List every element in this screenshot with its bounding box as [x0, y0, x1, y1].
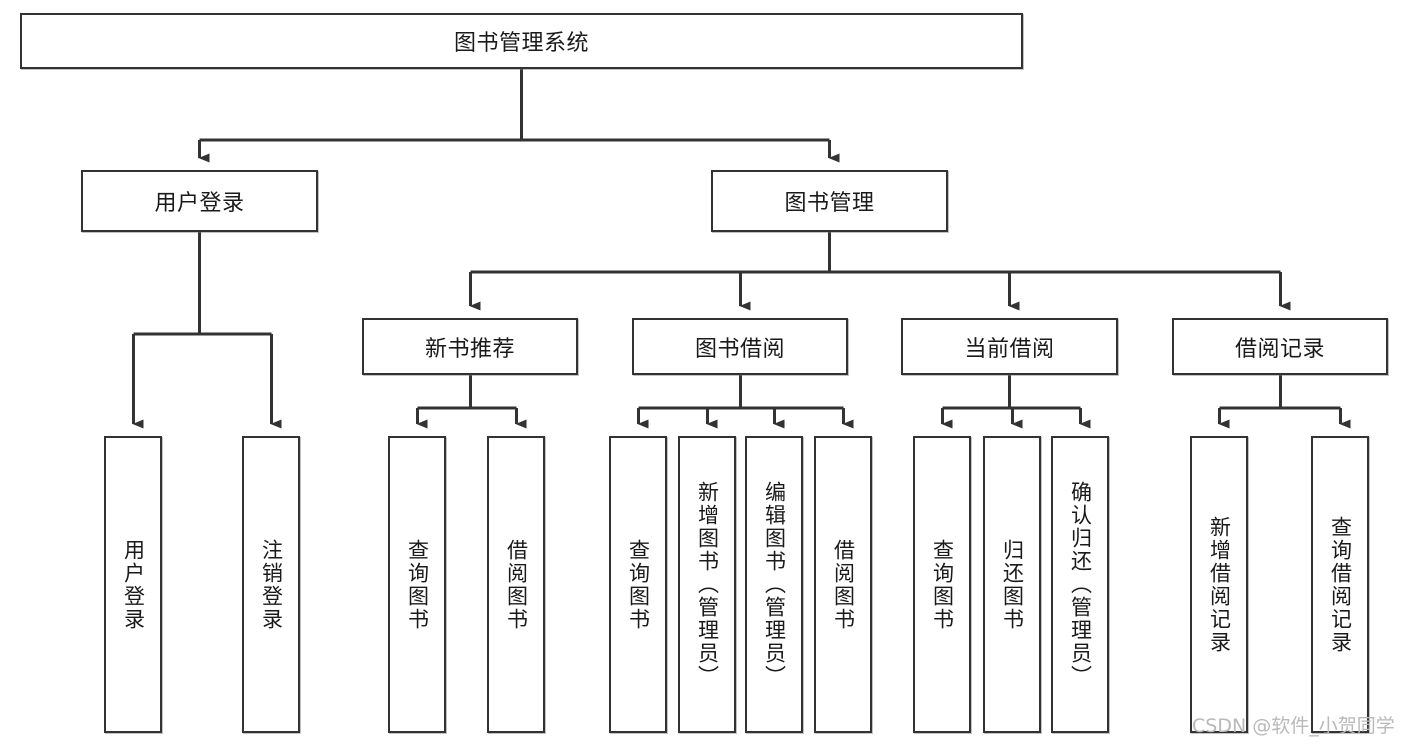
node-leaf-user-logout[interactable]: 注销登录 — [242, 436, 300, 733]
node-leaf-query-book-2[interactable]: 查询图书 — [609, 436, 667, 733]
node-leaf-user-logout-label: 注销登录 — [259, 538, 284, 631]
node-leaf-add-book-label: 新增图书（管理员） — [695, 481, 720, 688]
node-user-login[interactable]: 用户登录 — [81, 170, 318, 232]
node-leaf-add-book[interactable]: 新增图书（管理员） — [678, 436, 736, 733]
node-borrow-record-label: 借阅记录 — [1234, 336, 1325, 362]
node-leaf-add-record[interactable]: 新增借阅记录 — [1190, 436, 1248, 733]
node-leaf-query-book-2-label: 查询图书 — [626, 538, 651, 631]
node-leaf-return-book[interactable]: 归还图书 — [983, 436, 1041, 733]
watermark-text: CSDN @软件_小贺同学 — [1192, 715, 1395, 737]
node-root[interactable]: 图书管理系统 — [20, 13, 1023, 69]
node-leaf-confirm-return-label: 确认归还（管理员） — [1068, 481, 1093, 688]
node-book-borrow[interactable]: 图书借阅 — [632, 318, 848, 375]
node-leaf-query-book-1[interactable]: 查询图书 — [388, 436, 446, 733]
node-leaf-add-record-label: 新增借阅记录 — [1207, 515, 1232, 654]
node-current-borrow[interactable]: 当前借阅 — [901, 318, 1118, 375]
node-leaf-query-record-label: 查询借阅记录 — [1328, 515, 1353, 654]
node-leaf-borrow-book-2-label: 借阅图书 — [831, 538, 856, 631]
node-current-borrow-label: 当前借阅 — [964, 336, 1055, 362]
node-root-label: 图书管理系统 — [453, 31, 589, 56]
node-leaf-query-book-1-label: 查询图书 — [405, 538, 430, 631]
node-leaf-confirm-return[interactable]: 确认归还（管理员） — [1051, 436, 1109, 733]
node-book-manage-label: 图书管理 — [784, 191, 875, 216]
node-leaf-query-record[interactable]: 查询借阅记录 — [1311, 436, 1369, 733]
node-leaf-edit-book[interactable]: 编辑图书（管理员） — [745, 436, 803, 733]
node-leaf-user-login-label: 用户登录 — [121, 538, 146, 631]
node-book-manage[interactable]: 图书管理 — [711, 170, 948, 232]
node-leaf-borrow-book-1[interactable]: 借阅图书 — [487, 436, 545, 733]
node-borrow-record[interactable]: 借阅记录 — [1172, 318, 1388, 375]
node-book-borrow-label: 图书借阅 — [694, 336, 785, 362]
node-leaf-user-login[interactable]: 用户登录 — [104, 436, 162, 733]
node-leaf-borrow-book-1-label: 借阅图书 — [504, 538, 529, 631]
node-user-login-label: 用户登录 — [154, 191, 245, 216]
node-leaf-query-book-3[interactable]: 查询图书 — [913, 436, 971, 733]
node-leaf-return-book-label: 归还图书 — [1000, 538, 1025, 631]
node-leaf-query-book-3-label: 查询图书 — [930, 538, 955, 631]
node-leaf-borrow-book-2[interactable]: 借阅图书 — [814, 436, 872, 733]
node-new-book-recommend[interactable]: 新书推荐 — [362, 318, 578, 375]
node-new-book-recommend-label: 新书推荐 — [424, 336, 515, 362]
node-leaf-edit-book-label: 编辑图书（管理员） — [762, 481, 787, 688]
